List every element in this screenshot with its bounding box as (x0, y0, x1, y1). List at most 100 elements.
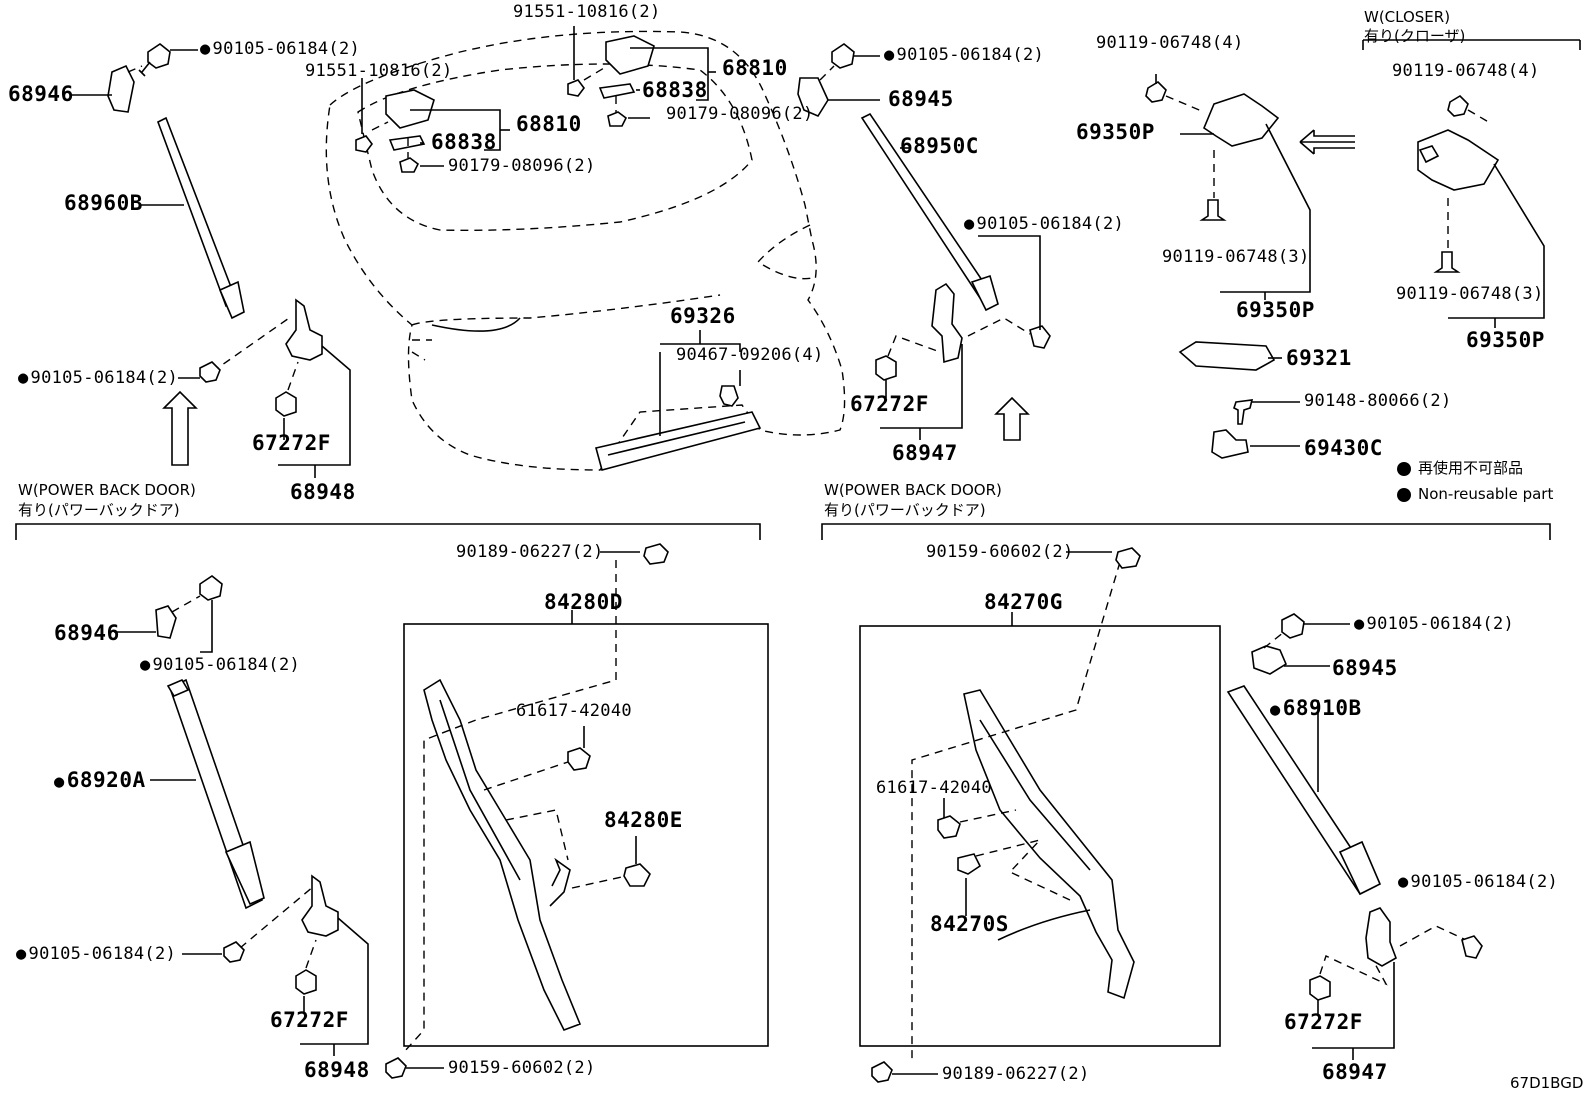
label-84280D: 84280D (544, 590, 623, 614)
garnish-icon (595, 411, 762, 471)
label-67272F: 67272F (1284, 1010, 1363, 1034)
latch-icon (1203, 93, 1280, 147)
bolt-icon (385, 1057, 407, 1079)
label-68838: 68838 (642, 78, 708, 102)
clip-icon (567, 747, 591, 771)
trim-84280D-group (385, 543, 769, 1079)
label-67272F: 67272F (850, 392, 929, 416)
bolt-icon (147, 43, 171, 69)
note-closer-jp: 有り(クローザ) (1364, 27, 1466, 45)
label-67272F: 67272F (252, 431, 331, 455)
clip-icon (1115, 547, 1141, 569)
label-90179-08096: 90179-08096(2) (448, 156, 596, 176)
legend-non-reusable-en: Non-reusable part (1418, 485, 1554, 503)
trim-panel-icon (963, 689, 1135, 1000)
label-68960B: 68960B (64, 191, 143, 215)
bolt-icon (1199, 199, 1227, 221)
hinge-icon (285, 298, 323, 361)
striker-icon (1211, 429, 1249, 459)
bracket-68946-icon (107, 64, 135, 113)
trim-84270G-group (859, 547, 1221, 1083)
label-69321: 69321 (1286, 346, 1352, 370)
detail-box (403, 623, 769, 1047)
label-69350P: 69350P (1076, 120, 1155, 144)
lock-68810-icon (605, 35, 655, 75)
power-strut-68920A-group (114, 575, 369, 1056)
label-69350P: 69350P (1236, 298, 1315, 322)
label-90119-06748: 90119-06748(4) (1392, 61, 1540, 81)
cushion-icon (275, 391, 297, 417)
label-67272F: 67272F (270, 1008, 349, 1032)
cushion-icon (295, 969, 317, 995)
screw-icon (1233, 399, 1254, 425)
label-61617-42040: 61617-42040 (516, 701, 632, 721)
label-90105-06184: 90105-06184(2) (16, 946, 176, 963)
label-68946: 68946 (8, 82, 74, 106)
nut-icon (355, 135, 373, 153)
label-68950C: 68950C (900, 134, 979, 158)
power-strut-68910B-group (1226, 613, 1483, 1060)
clip-icon (643, 543, 669, 565)
bolt-icon (1145, 80, 1167, 103)
label-90105-06184: 90105-06184(2) (1354, 616, 1514, 633)
label-90148-80066: 90148-80066(2) (1304, 391, 1452, 411)
hinge-icon (301, 874, 339, 937)
bolt-icon (831, 43, 855, 69)
clip-icon (623, 863, 651, 887)
handle-69321-icon (1178, 341, 1276, 371)
lock-68810-icon (385, 89, 435, 129)
label-68948: 68948 (304, 1058, 370, 1082)
label-90105-06184: 90105-06184(2) (964, 216, 1124, 233)
note-power-back-door-jp: 有り(パワーバックドア) (18, 501, 180, 519)
label-68810: 68810 (516, 112, 582, 136)
gas-strut-icon (157, 116, 237, 308)
nut-icon (567, 79, 585, 97)
note-power-back-door: W(POWER BACK DOOR) (18, 481, 196, 499)
bolt-icon (199, 361, 221, 383)
garnish-69326-group (595, 330, 762, 471)
label-90189-06227: 90189-06227(2) (456, 542, 604, 562)
hinge-icon (1365, 907, 1397, 967)
back-door-outline (325, 30, 846, 471)
label-90105-06184: 90105-06184(2) (884, 47, 1044, 64)
bracket-68945-icon (797, 77, 829, 118)
label-90179-08096: 90179-08096(2) (666, 104, 814, 124)
latch-69350P-group (1145, 39, 1581, 459)
label-91551-10816: 91551-10816(2) (305, 61, 453, 81)
label-90159-60602: 90159-60602(2) (926, 542, 1074, 562)
label-84270S: 84270S (930, 912, 1009, 936)
label-90105-06184: 90105-06184(2) (1398, 874, 1558, 891)
label-84280E: 84280E (604, 808, 683, 832)
label-90189-06227: 90189-06227(2) (942, 1064, 1090, 1084)
diagram-code: 67D1BGD (1510, 1074, 1584, 1092)
note-w-closer: W(CLOSER) (1364, 8, 1451, 26)
clip-icon (957, 853, 982, 875)
cushion-icon (875, 355, 897, 381)
label-68946: 68946 (54, 621, 120, 645)
bracket-68946-icon (155, 605, 177, 639)
label-90119-06748: 90119-06748(3) (1396, 284, 1544, 304)
label-68910B: 68910B (1270, 698, 1362, 719)
label-91551-10816: 91551-10816(2) (513, 2, 661, 22)
label-61617-42040: 61617-42040 (876, 778, 992, 798)
bolt-icon (199, 575, 223, 601)
bolt-icon (223, 941, 245, 963)
label-68948: 68948 (290, 480, 356, 504)
clip-icon (937, 815, 961, 839)
strut-68950C-group (797, 43, 1051, 441)
nut-icon (607, 111, 628, 127)
cushion-icon (1309, 975, 1331, 1001)
bolt-icon (1447, 94, 1469, 117)
label-68947: 68947 (1322, 1060, 1388, 1084)
bolt-icon (1433, 251, 1461, 273)
label-69430C: 69430C (1304, 436, 1383, 460)
hinge-icon (931, 282, 963, 364)
label-90105-06184: 90105-06184(2) (200, 41, 360, 58)
label-69350P: 69350P (1466, 328, 1545, 352)
trim-panel-icon (423, 678, 582, 1032)
detail-box (859, 625, 1221, 1047)
label-90119-06748: 90119-06748(3) (1162, 247, 1310, 267)
label-69326: 69326 (670, 304, 736, 328)
label-68838: 68838 (431, 130, 497, 154)
